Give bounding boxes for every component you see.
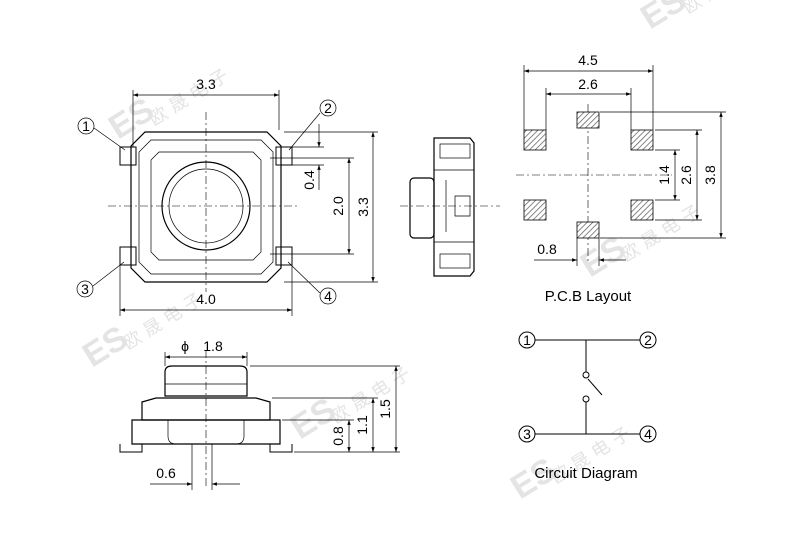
pcb-layout: 4.5 2.6 1.4 2.6 3.8 0.8 P.C.B Layout	[516, 52, 726, 305]
watermark: ES 欧 晟 电 子 ES 欧 晟 电 子 ES 欧 晟 电 子 ES 欧 晟 …	[76, 0, 766, 507]
pcb-pad	[523, 129, 547, 151]
dim-total-height: 3.3	[355, 197, 371, 217]
switch-lever	[587, 378, 603, 396]
watermark-name: 欧 晟 电 子	[146, 65, 233, 130]
watermark-name: 欧 晟 电 子	[680, 0, 767, 18]
circuit-pin-label-2: 2	[644, 332, 652, 348]
dim-total-width: 4.0	[196, 291, 216, 307]
circuit-diagram: 1 2 3 4 Circuit Diagram	[518, 331, 657, 482]
dim-h2: 1.1	[354, 415, 370, 435]
pcb-pad-center	[576, 111, 600, 129]
dim-h1: 0.8	[330, 426, 346, 446]
terminal-3	[119, 246, 137, 266]
dim-diameter: 1.8	[203, 338, 223, 354]
side-view	[400, 137, 500, 277]
pin-label-2: 2	[324, 100, 332, 116]
pcb-pad	[630, 129, 654, 151]
front-lead-right	[269, 444, 293, 453]
pin-callout-3	[76, 280, 94, 298]
terminal-4	[275, 246, 293, 266]
pcb-pad	[630, 199, 654, 221]
switch-cover	[138, 139, 274, 275]
pcb-pad	[523, 199, 547, 221]
terminal-1	[119, 146, 137, 166]
dim-pad-gap: 1.4	[656, 165, 672, 185]
watermark-name: 欧 晟 电 子	[328, 363, 415, 428]
front-stem	[167, 420, 245, 445]
switch-contact-top	[582, 371, 590, 379]
circuit-pin-label-3: 3	[523, 426, 531, 442]
dim-pad-span: 2.6	[678, 165, 694, 185]
dim-pin: 0.6	[156, 465, 176, 481]
watermark-name: 欧 晟 电 子	[618, 201, 705, 266]
side-terminal-bottom	[439, 253, 471, 269]
circuit-pin-label-4: 4	[644, 426, 652, 442]
circuit-pin-2	[639, 331, 657, 349]
terminal-2	[275, 146, 293, 166]
front-actuator	[164, 365, 248, 397]
switch-cover-inner	[150, 151, 262, 261]
dim-pcb-height: 3.8	[702, 165, 718, 185]
circuit-pin-3	[518, 425, 536, 443]
pcb-caption: P.C.B Layout	[545, 288, 632, 305]
side-actuator	[409, 177, 435, 239]
dim-pitch: 0.4	[301, 170, 317, 190]
pin-label-4: 4	[324, 288, 332, 304]
pin-callout-2	[319, 99, 337, 117]
circuit-pin-1	[518, 331, 536, 349]
diameter-symbol: ϕ	[181, 338, 189, 354]
pin-label-1: 1	[82, 118, 90, 134]
dim-pad: 0.8	[537, 241, 557, 257]
top-view: 3.3 4.0 0.4 2.0 3.3 1 2 3	[76, 76, 378, 316]
watermark-name: 欧 晟 电 子	[120, 289, 207, 354]
circuit-caption: Circuit Diagram	[534, 465, 637, 482]
pin-callout-4	[319, 287, 337, 305]
actuator-top	[168, 168, 244, 244]
switch-contact-bottom	[582, 395, 590, 403]
front-lead-left	[119, 444, 143, 453]
circuit-pin-label-1: 1	[523, 332, 531, 348]
pin-callout-1	[77, 117, 95, 135]
dim-height: 2.0	[330, 196, 346, 216]
circuit-pin-4	[639, 425, 657, 443]
side-terminal-top	[439, 143, 471, 159]
switch-body	[130, 131, 282, 283]
dim-top-width: 3.3	[196, 76, 216, 92]
actuator-button	[161, 161, 251, 251]
dim-pcb-width: 4.5	[578, 52, 598, 68]
front-base	[131, 419, 281, 445]
side-body	[433, 137, 475, 277]
pin-label-3: 3	[81, 281, 89, 297]
dim-h3: 1.5	[377, 399, 393, 419]
pcb-pad-center	[576, 221, 600, 239]
front-view: ϕ 1.8 0.8 1.1 1.5 0.6	[119, 338, 400, 490]
side-notch	[454, 195, 471, 217]
dim-pcb-inner: 2.6	[578, 76, 598, 92]
